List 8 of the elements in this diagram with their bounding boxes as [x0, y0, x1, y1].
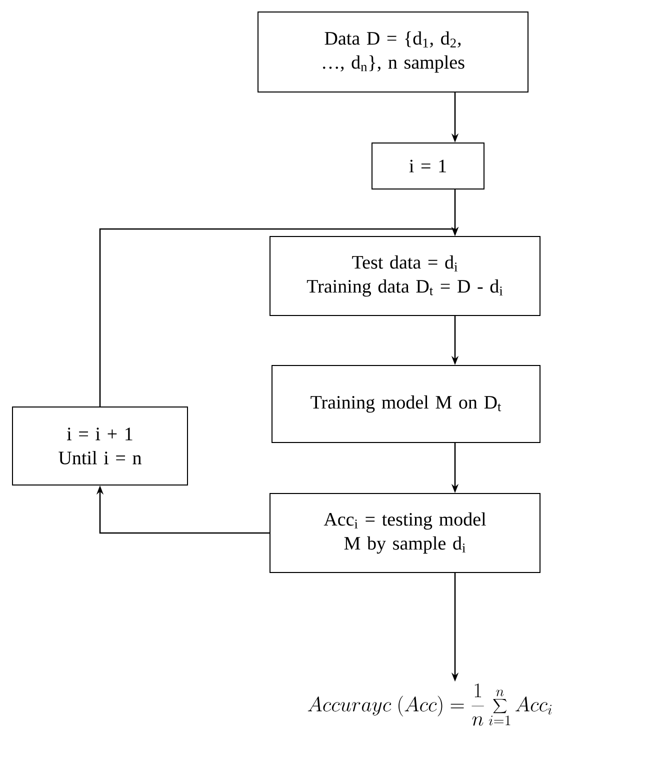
process-box: Training model M on D$_{t}$: [272, 365, 540, 443]
process-box: i = i + 1 Until i = n: [12, 406, 188, 486]
process-box: Acc$_{i}$ = testing model M by sample d$_{i}$: [270, 493, 540, 573]
formula: $\displaystyle Accurayc\ (Acc) = \frac{1}{n}\sum_{i=1}^{n} Acc_{i}$: [308, 684, 552, 726]
process-box: Data D = {d$_{1}$, d$_{2}$, …, d$_{n}$}, n samples: [258, 12, 528, 92]
arrow: [99, 226, 459, 406]
process-box: Test data = d$_{i}$ Training data D$_{t}$ = D - d$_{i}$: [270, 236, 540, 316]
process-box: i = 1: [372, 142, 484, 190]
